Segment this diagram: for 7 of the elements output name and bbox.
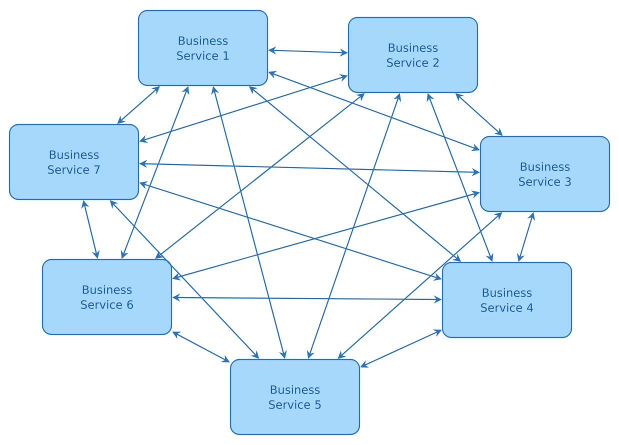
service-box: Business Service 2 [348,16,478,94]
service-box: Business Service 1 [138,10,268,86]
service-box: Business Service 5 [230,358,360,436]
service-box: Business Service 3 [480,136,610,212]
service-box: Business Service 6 [42,258,172,336]
service-box: Business Service 4 [442,262,572,338]
service-box: Business Service 7 [8,124,140,200]
